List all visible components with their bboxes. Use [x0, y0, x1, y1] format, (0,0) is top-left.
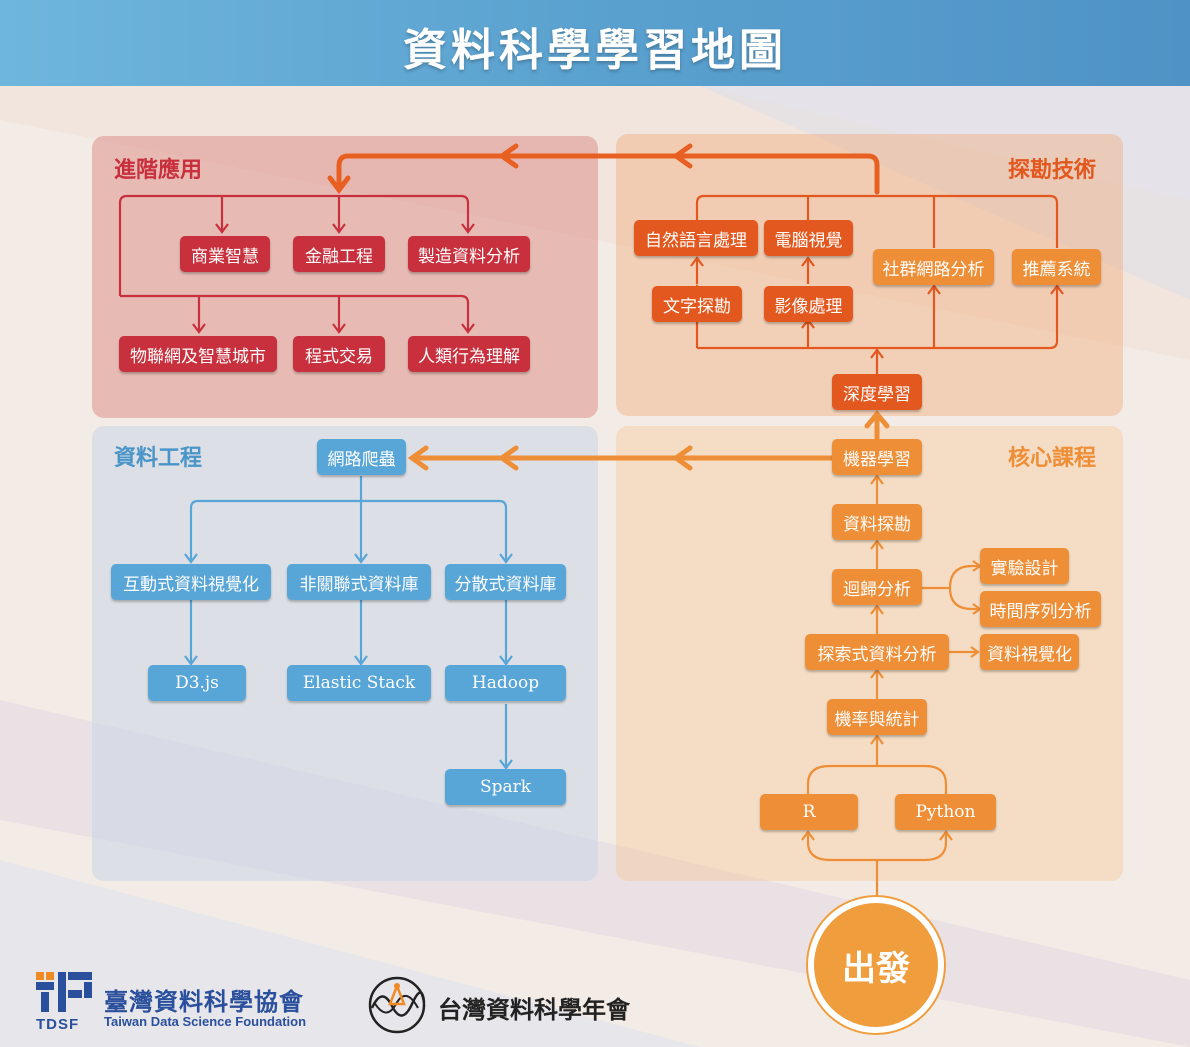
node-iot-smart-city: 物聯網及智慧城市 [119, 336, 277, 372]
conference-logo-icon [368, 976, 426, 1034]
node-social-network-analysis: 社群網路分析 [873, 249, 994, 285]
node-business-intelligence: 商業智慧 [180, 236, 270, 272]
node-d3js: D3.js [148, 665, 246, 701]
header-banner: 資料科學學習地圖 [0, 0, 1190, 86]
page-title: 資料科學學習地圖 [403, 25, 787, 76]
node-r: R [760, 794, 858, 830]
node-web-crawler: 網路爬蟲 [317, 439, 406, 475]
node-spark: Spark [445, 769, 566, 805]
tdsf-name-chinese: 臺灣資料科學協會 [104, 988, 304, 1016]
node-data-visualization: 資料視覺化 [980, 634, 1079, 670]
tdsf-abbreviation: TDSF [36, 1016, 80, 1033]
node-text-mining: 文字探勘 [652, 286, 742, 322]
node-computer-vision: 電腦視覺 [764, 220, 853, 256]
node-experimental-design: 實驗設計 [980, 548, 1069, 584]
node-nosql-database: 非關聯式資料庫 [287, 564, 431, 600]
explore-label: 探勘技術 [1008, 158, 1097, 183]
node-python: Python [895, 794, 996, 830]
node-probability-statistics: 機率與統計 [827, 699, 927, 735]
node-distributed-database: 分散式資料庫 [445, 564, 566, 600]
node-exploratory-data-analysis: 探索式資料分析 [805, 634, 949, 670]
node-elastic-stack: Elastic Stack [287, 665, 431, 701]
node-hadoop: Hadoop [445, 665, 566, 701]
node-data-mining: 資料探勘 [832, 504, 922, 540]
node-financial-engineering: 金融工程 [293, 236, 385, 272]
node-time-series-analysis: 時間序列分析 [980, 591, 1101, 627]
node-program-trading: 程式交易 [293, 336, 385, 372]
advanced-label: 進階應用 [114, 158, 203, 183]
node-deep-learning: 深度學習 [832, 374, 922, 410]
tdsf-name-english: Taiwan Data Science Foundation [104, 1014, 307, 1029]
node-machine-learning: 機器學習 [832, 439, 922, 475]
node-regression-analysis: 迴歸分析 [832, 569, 922, 605]
node-manufacturing-analytics: 製造資料分析 [408, 236, 530, 272]
node-interactive-visualization: 互動式資料視覺化 [111, 564, 271, 600]
node-recommender-system: 推薦系統 [1012, 249, 1101, 285]
conference-name: 台灣資料科學年會 [438, 996, 630, 1024]
start-circle: 出發 [808, 897, 944, 1033]
core-label: 核心課程 [1008, 446, 1097, 471]
node-nlp: 自然語言處理 [634, 220, 758, 256]
engineering-label: 資料工程 [114, 446, 203, 471]
tdsf-logo-icon [36, 972, 92, 1012]
node-image-processing: 影像處理 [764, 286, 853, 322]
node-human-behavior: 人類行為理解 [408, 336, 530, 372]
